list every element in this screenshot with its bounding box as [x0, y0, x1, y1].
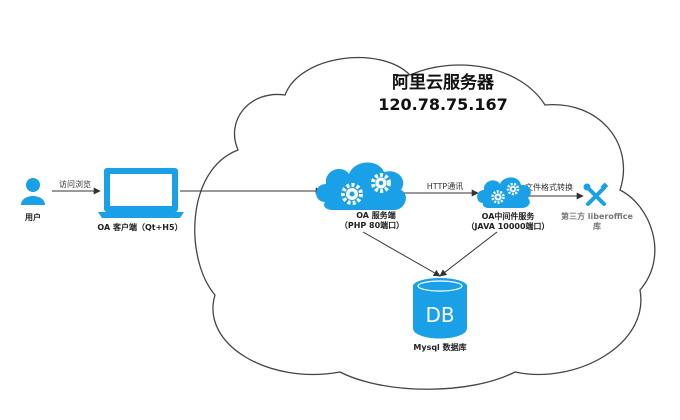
oa-service-label-1: OA 服务端 — [356, 210, 396, 220]
database-label: Mysql 数据库 — [413, 342, 466, 352]
database-node: DB Mysql 数据库 — [413, 278, 467, 352]
edge-label-oa-middleware: HTTP通讯 — [427, 181, 463, 191]
libreoffice-label-2: 库 — [593, 221, 601, 231]
middleware-label-2: （JAVA 10000端口） — [466, 221, 549, 231]
server-ip: 120.78.75.167 — [378, 95, 508, 114]
gears-cloud-icon — [316, 162, 406, 210]
database-icon: DB — [413, 278, 467, 339]
oa-service-label-2: （PHP 80端口） — [340, 220, 404, 230]
libreoffice-node: 第三方 liberoffice 库 — [561, 182, 634, 231]
laptop-icon — [98, 168, 184, 218]
edge-label-user-client: 访问浏览 — [59, 179, 91, 189]
client-node: OA 客户端（Qt+H5） — [97, 168, 184, 232]
client-label: OA 客户端（Qt+H5） — [97, 222, 182, 232]
database-text: DB — [425, 303, 454, 327]
user-label: 用户 — [24, 212, 41, 222]
tools-icon — [583, 182, 609, 206]
user-node: 用户 — [21, 178, 45, 222]
middleware-node: OA中间件服务 （JAVA 10000端口） — [466, 177, 550, 231]
server-title: 阿里云服务器 — [392, 72, 495, 93]
server-cloud-outline — [194, 56, 656, 390]
libreoffice-label-1: 第三方 liberoffice — [561, 211, 634, 221]
oa-service-node: OA 服务端 （PHP 80端口） — [316, 162, 406, 230]
middleware-label-1: OA中间件服务 — [482, 211, 536, 221]
user-icon — [21, 178, 45, 205]
edge-middleware-db — [439, 231, 498, 277]
gears-cloud-icon — [477, 177, 531, 208]
edge-label-middleware-lib: 文件格式转换 — [525, 182, 573, 192]
edge-oa-db — [362, 231, 441, 277]
